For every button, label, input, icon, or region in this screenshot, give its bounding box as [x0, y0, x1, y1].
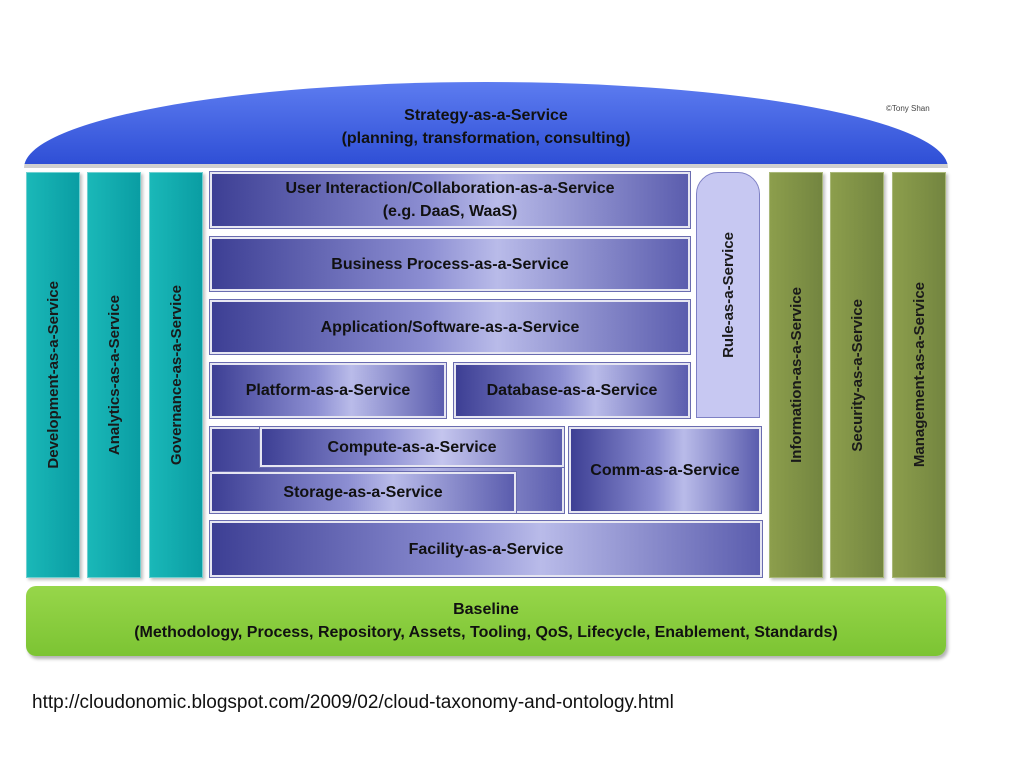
platform-block: Platform-as-a-Service: [209, 362, 447, 419]
source-url: http://cloudonomic.blogspot.com/2009/02/…: [32, 692, 674, 713]
comm-label: Comm-as-a-Service: [590, 461, 740, 479]
governance-label: Governance-as-a-Service: [167, 284, 185, 466]
business-process-label: Business Process-as-a-Service: [331, 255, 569, 273]
baseline-bar: Baseline (Methodology, Process, Reposito…: [26, 586, 946, 656]
governance-column: Governance-as-a-Service: [149, 172, 203, 578]
information-label: Information-as-a-Service: [787, 287, 805, 463]
rule-label: Rule-as-a-Service: [719, 232, 737, 358]
security-column: Security-as-a-Service: [830, 172, 884, 578]
analytics-column: Analytics-as-a-Service: [87, 172, 141, 578]
strategy-dome: Strategy-as-a-Service (planning, transfo…: [24, 82, 948, 168]
copyright: ©Tony Shan: [886, 104, 930, 113]
information-column: Information-as-a-Service: [769, 172, 823, 578]
facility-label: Facility-as-a-Service: [408, 540, 564, 558]
facility-block: Facility-as-a-Service: [209, 520, 763, 578]
storage-label: Storage-as-a-Service: [283, 484, 443, 501]
storage-block: Storage-as-a-Service: [209, 471, 517, 514]
user-interaction-title: User Interaction/Collaboration-as-a-Serv…: [285, 180, 615, 197]
platform-label: Platform-as-a-Service: [245, 382, 411, 399]
database-label: Database-as-a-Service: [486, 382, 658, 399]
database-block: Database-as-a-Service: [453, 362, 691, 419]
user-interaction-block: User Interaction/Collaboration-as-a-Serv…: [209, 171, 691, 229]
comm-block: Comm-as-a-Service: [568, 426, 762, 514]
development-column: Development-as-a-Service: [26, 172, 80, 578]
compute-label: Compute-as-a-Service: [327, 438, 497, 456]
application-block: Application/Software-as-a-Service: [209, 299, 691, 355]
development-label: Development-as-a-Service: [44, 281, 62, 469]
analytics-label: Analytics-as-a-Service: [105, 294, 123, 456]
management-column: Management-as-a-Service: [892, 172, 946, 578]
user-interaction-subtitle: (e.g. DaaS, WaaS): [382, 203, 518, 220]
management-label: Management-as-a-Service: [910, 282, 928, 468]
rule-block: Rule-as-a-Service: [696, 172, 760, 418]
security-label: Security-as-a-Service: [848, 298, 866, 452]
strategy-subtitle: (planning, transformation, consulting): [341, 130, 631, 147]
business-process-block: Business Process-as-a-Service: [209, 236, 691, 292]
baseline-subtitle: (Methodology, Process, Repository, Asset…: [134, 624, 838, 641]
baseline-title: Baseline: [453, 601, 519, 618]
strategy-title: Strategy-as-a-Service: [404, 107, 568, 124]
application-label: Application/Software-as-a-Service: [320, 318, 580, 336]
compute-block: Compute-as-a-Service: [259, 426, 565, 468]
